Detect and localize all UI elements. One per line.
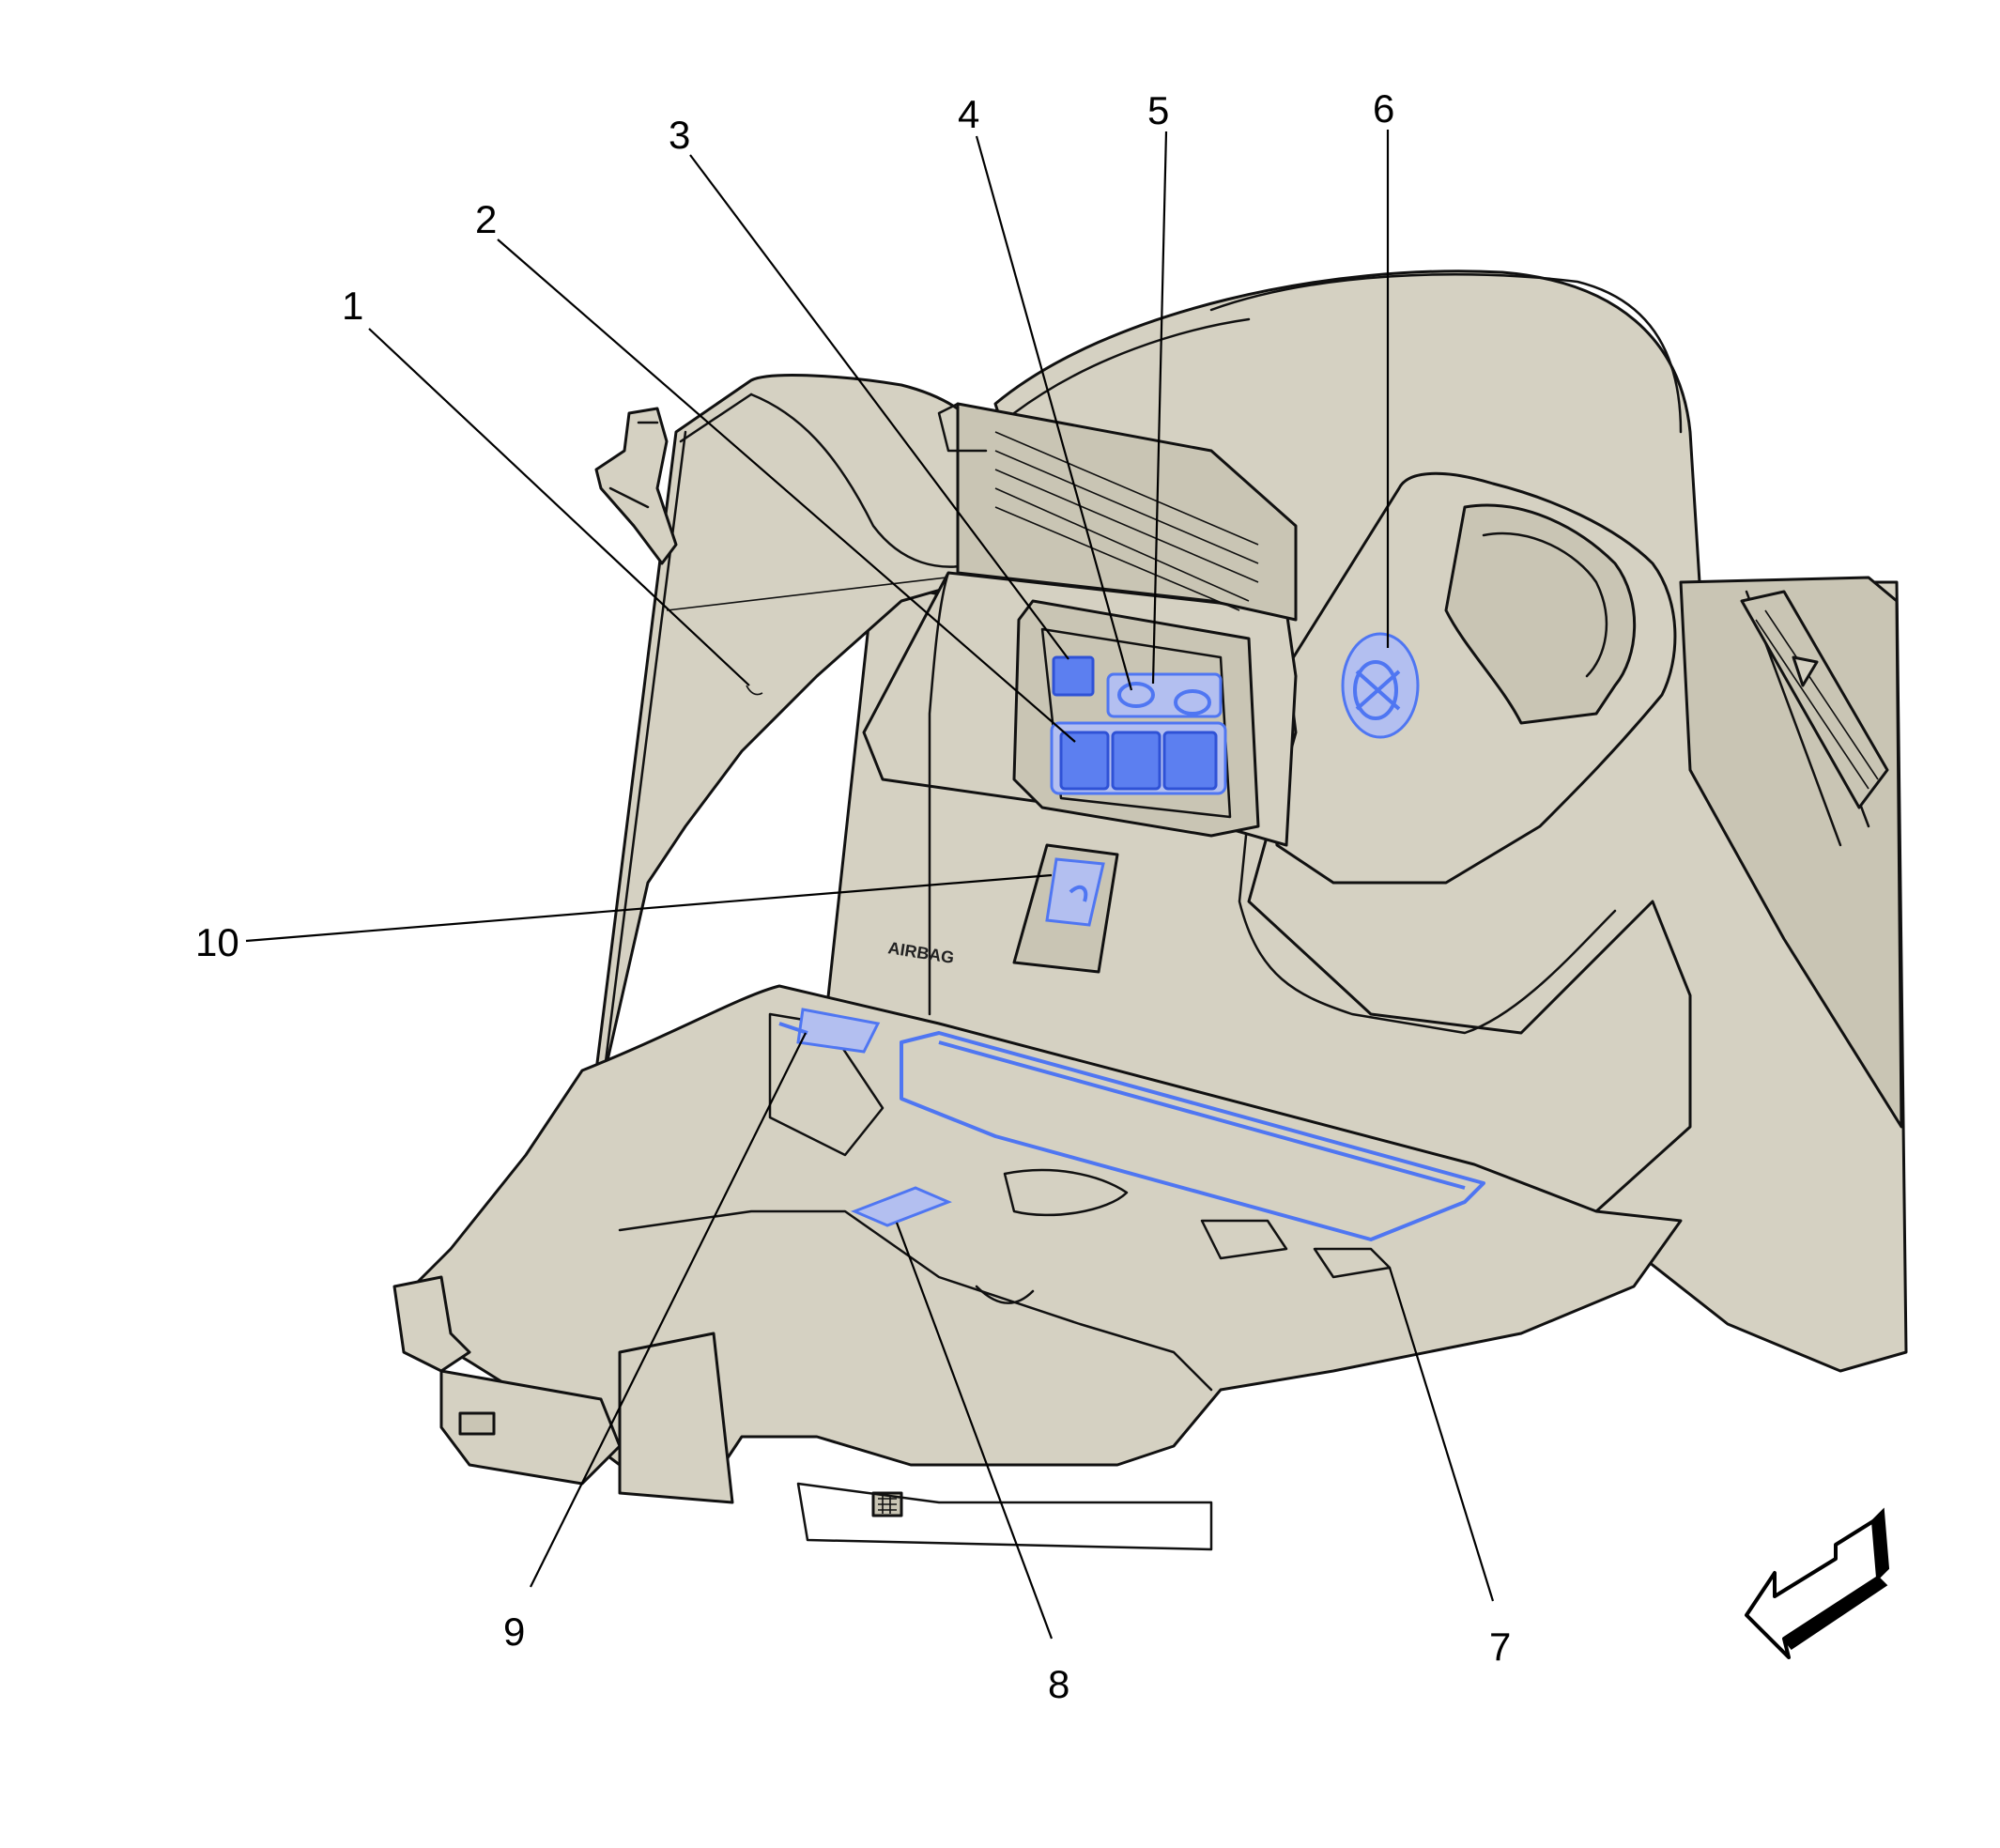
hazard-switch-group xyxy=(1106,672,1223,718)
ignition-knob xyxy=(1341,632,1420,739)
leader-2 xyxy=(497,239,1076,743)
leader-10 xyxy=(245,873,1053,943)
steering-column-shroud xyxy=(1256,471,1677,885)
left-clip xyxy=(778,1008,881,1054)
callout-10: 10 xyxy=(195,920,239,964)
leader-8 xyxy=(895,1222,1054,1640)
shelf-pad xyxy=(851,1186,952,1227)
callout-4: 4 xyxy=(958,92,979,136)
center-air-vent xyxy=(937,402,1298,622)
leader-5 xyxy=(1151,131,1168,685)
callout-1: 1 xyxy=(342,284,363,328)
seat-heater-switch-bank xyxy=(1050,721,1227,795)
callout-2: 2 xyxy=(475,197,497,241)
right-air-vent xyxy=(1740,590,1889,809)
leader-7 xyxy=(1388,1267,1495,1602)
callout-9: 9 xyxy=(503,1609,525,1654)
callout-8: 8 xyxy=(1048,1662,1069,1706)
leader-3 xyxy=(689,154,1069,660)
callout-5: 5 xyxy=(1147,88,1169,132)
leader-1 xyxy=(368,328,750,686)
leader-9 xyxy=(530,1032,807,1588)
callout-7: 7 xyxy=(1489,1625,1511,1669)
lower-vent-grill xyxy=(796,1482,1213,1551)
callout-6: 6 xyxy=(1373,86,1394,131)
callout-numbers: 1 2 3 4 5 6 7 8 9 10 xyxy=(195,86,1511,1706)
leader-4 xyxy=(975,135,1133,691)
leader-lines xyxy=(245,130,1495,1640)
lower-left-duct xyxy=(392,1275,734,1504)
callout-3: 3 xyxy=(669,113,690,157)
single-switch xyxy=(1052,655,1095,697)
front-direction-arrow-icon xyxy=(1745,1507,1890,1659)
left-edge-bracket xyxy=(594,407,678,565)
lower-trim-strip xyxy=(900,1031,1485,1241)
